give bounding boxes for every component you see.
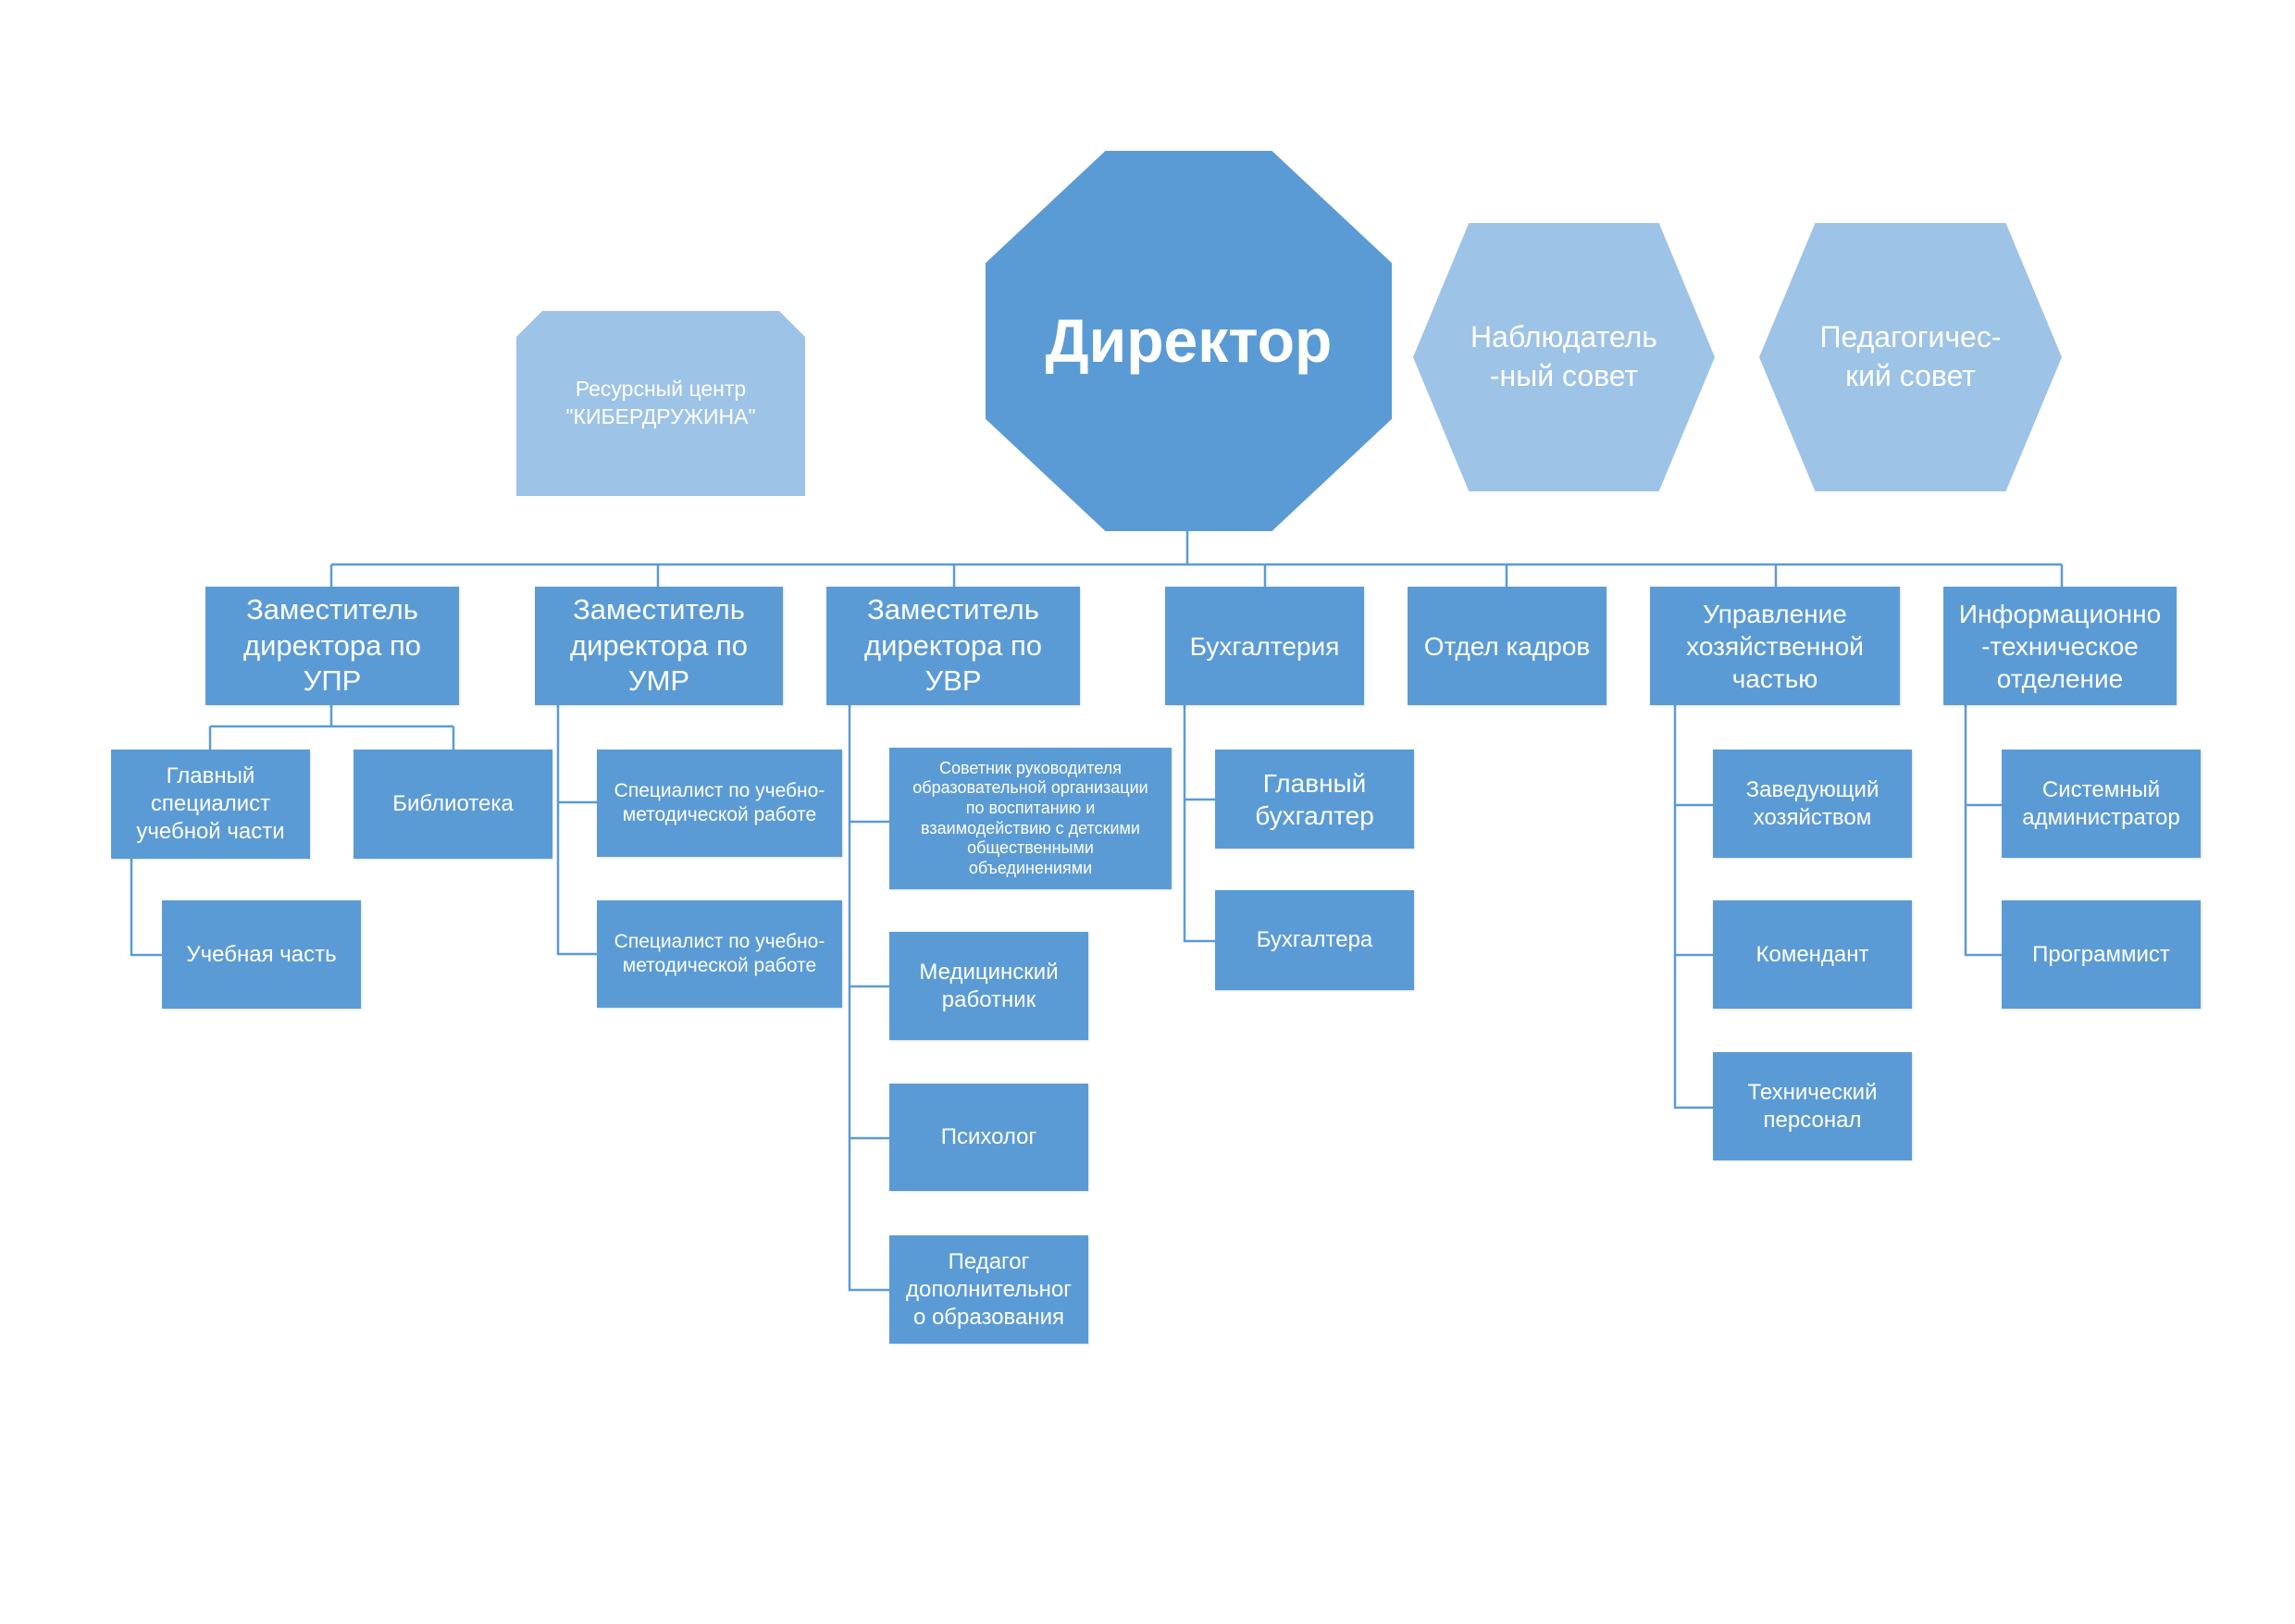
dept-deputy-umr: Заместитель директора по УМР [535,587,783,705]
household-manager: Заведующий хозяйством [1713,750,1912,858]
chief-academic-specialist: Главный специалист учебной части [111,750,310,859]
observer-council: Наблюдатель -ный совет [1413,223,1715,491]
methodical-specialist-2: Специалист по учебно- методической работ… [597,900,842,1008]
education-advisor: Советник руководителя образовательной ор… [889,748,1172,889]
psychologist: Психолог [889,1084,1088,1191]
academic-part: Учебная часть [162,900,361,1009]
dept-deputy-uvr: Заместитель директора по УВР [826,587,1080,705]
dept-deputy-upr: Заместитель директора по УПР [205,587,459,705]
director-node: Директор [986,151,1392,531]
system-administrator: Системный администратор [2002,750,2201,858]
technical-staff: Технический персонал [1713,1052,1912,1160]
pedagogical-council: Педагогичес- кий совет [1759,223,2062,491]
dept-household: Управление хозяйственной частью [1650,587,1900,705]
programmer: Программист [2002,900,2201,1009]
accountants: Бухгалтера [1215,890,1414,990]
resource-center: Ресурсный центр "КИБЕРДРУЖИНА" [516,311,805,496]
medical-worker: Медицинский работник [889,932,1088,1040]
dept-it: Информационно -техническое отделение [1943,587,2177,705]
commandant: Комендант [1713,900,1912,1009]
methodical-specialist-1: Специалист по учебно- методической работ… [597,750,842,857]
library: Библиотека [354,750,552,859]
dept-accounting: Бухгалтерия [1165,587,1364,705]
additional-education-teacher: Педагог дополнительног о образования [889,1235,1088,1344]
chief-accountant: Главный бухгалтер [1215,750,1414,849]
dept-hr: Отдел кадров [1408,587,1606,705]
